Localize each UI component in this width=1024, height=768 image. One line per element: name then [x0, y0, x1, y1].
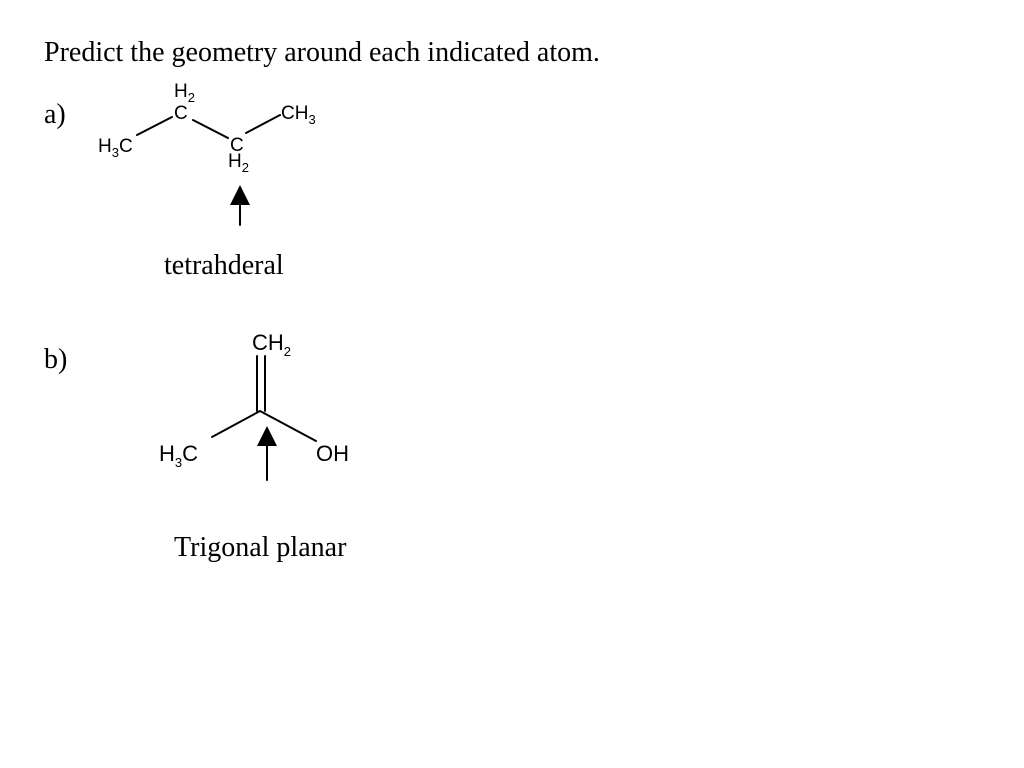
part-a-bond-left: [136, 116, 173, 136]
part-b-left-group: H3C: [159, 441, 198, 470]
part-a-label: a): [44, 99, 66, 130]
part-b-structure: CH2 H3C OH: [159, 330, 349, 481]
part-b-answer: Trigonal planar: [174, 532, 347, 563]
part-b-top-group: CH2: [252, 330, 291, 359]
part-b-label: b): [44, 344, 68, 375]
part-a-bottom-carbon: C: [230, 135, 244, 156]
part-b-right-group: OH: [316, 441, 349, 466]
part-a-right-methyl: CH3: [281, 103, 316, 127]
part-a-structure: H3C H2 C C H2 CH3: [98, 81, 316, 226]
part-a-top-carbon-hydrogen: H2: [174, 81, 195, 105]
part-b-bond-left: [211, 410, 261, 438]
part-b-bond-right: [259, 410, 317, 442]
part-a-bottom-carbon-hydrogen: H2: [228, 151, 249, 175]
part-a-left-methyl: H3C: [98, 136, 133, 160]
part-a-bond-right: [245, 114, 281, 134]
part-a-answer: tetrahderal: [164, 250, 284, 281]
part-a-bond-center: [192, 119, 229, 139]
part-a-top-carbon: C: [174, 103, 188, 124]
question-title: Predict the geometry around each indicat…: [44, 37, 600, 68]
